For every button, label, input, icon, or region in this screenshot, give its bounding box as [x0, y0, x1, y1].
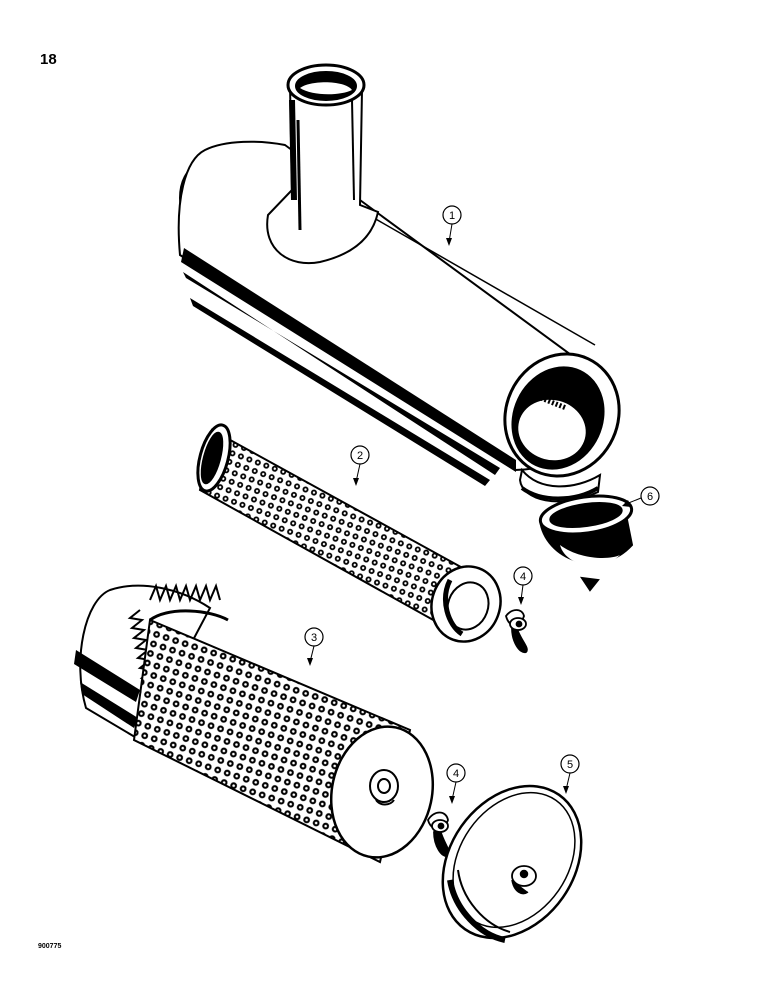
callout-5-label: 5: [567, 759, 573, 771]
end-cover: [441, 784, 583, 943]
callout-2: 2: [350, 445, 370, 486]
page-number: 18: [40, 51, 57, 68]
callout-4-upper-label: 4: [520, 571, 526, 583]
callout-4-lower: 4: [446, 763, 466, 804]
dust-valve: [538, 494, 634, 592]
figure-code: 900775: [38, 943, 61, 950]
callout-6-label: 6: [647, 491, 653, 503]
callout-3: 3: [304, 627, 324, 666]
inner-filter-element: [196, 423, 502, 643]
callout-4-lower-label: 4: [453, 768, 459, 780]
wing-nut-lower: [427, 811, 450, 858]
callout-6: 6: [622, 486, 660, 507]
callout-1: 1: [442, 205, 462, 246]
outer-filter-element: [74, 583, 435, 864]
air-cleaner-housing: [177, 63, 621, 503]
callout-3-label: 3: [311, 632, 317, 644]
callout-1-label: 1: [449, 210, 455, 222]
callout-4-upper: 4: [513, 566, 533, 605]
callout-5: 5: [560, 754, 580, 794]
wing-nut-upper: [505, 609, 528, 654]
callout-2-label: 2: [357, 450, 363, 462]
